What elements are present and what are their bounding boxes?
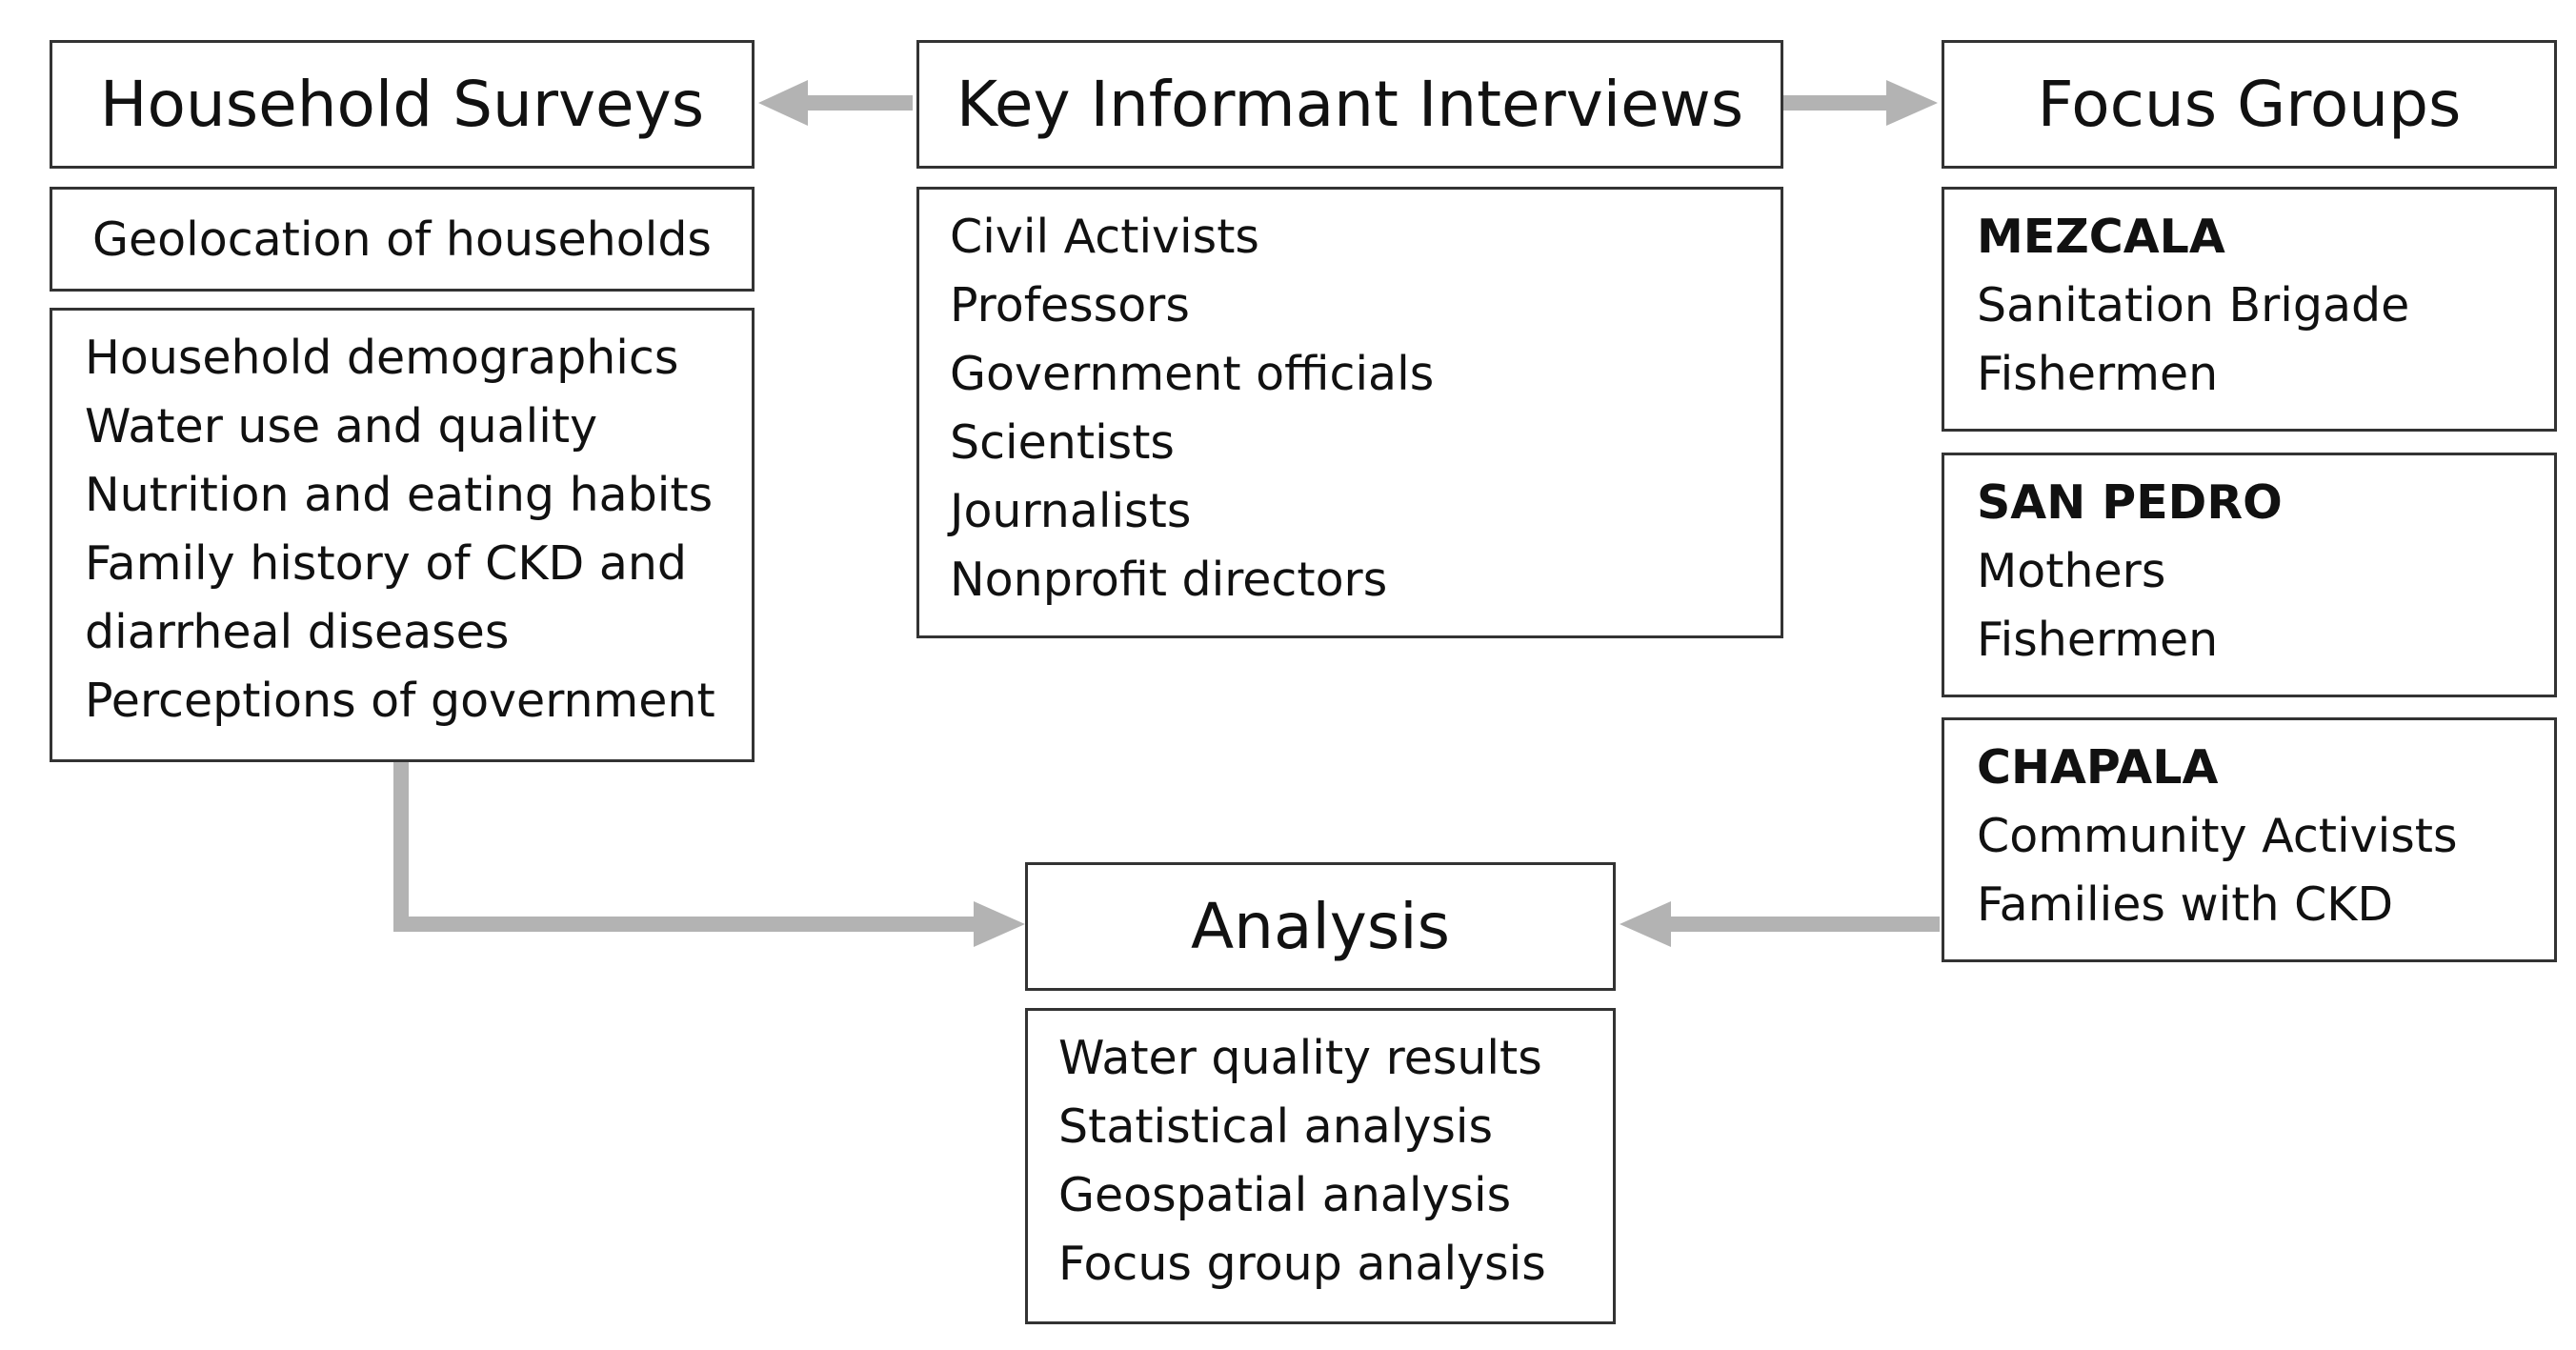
list-item: Civil Activists: [950, 210, 1259, 264]
list-item: Government officials: [950, 347, 1435, 401]
list-item: Household demographics: [85, 331, 679, 385]
list-item: Nonprofit directors: [950, 553, 1388, 607]
list-item: Water quality results: [1058, 1031, 1542, 1085]
geolocation-label: Geolocation of households: [92, 212, 712, 267]
list-item: Scientists: [950, 415, 1175, 470]
list-item: Perceptions of government: [85, 674, 715, 728]
analysis-header: Analysis: [1025, 862, 1616, 991]
list-item: Family history of CKD and: [85, 536, 687, 591]
arrow-head-household-surveys: [758, 80, 808, 126]
focus-group-location: MEZCALA: [1977, 210, 2225, 264]
analysis-list: Water quality results Statistical analys…: [1025, 1008, 1616, 1324]
focus-group-mezcala: MEZCALA Sanitation Brigade Fishermen: [1942, 187, 2557, 432]
list-item: Fishermen: [1977, 613, 2219, 667]
list-item: Sanitation Brigade: [1977, 278, 2410, 332]
geolocation-box: Geolocation of households: [50, 187, 755, 292]
household-surveys-header: Household Surveys: [50, 40, 755, 169]
household-surveys-title: Household Surveys: [99, 68, 705, 141]
list-item: Families with CKD: [1977, 877, 2394, 932]
list-item: Community Activists: [1977, 809, 2458, 863]
list-item: diarrheal diseases: [85, 605, 510, 659]
focus-group-location: SAN PEDRO: [1977, 475, 2283, 530]
list-item: Water use and quality: [85, 399, 598, 453]
analysis-title: Analysis: [1191, 890, 1450, 963]
list-item: Nutrition and eating habits: [85, 468, 714, 522]
list-item: Professors: [950, 278, 1190, 332]
list-item: Mothers: [1977, 544, 2166, 598]
key-informant-interviews-title: Key Informant Interviews: [956, 68, 1744, 141]
arrow-household-surveys-to-analysis: [393, 762, 979, 932]
household-surveys-topics: Household demographics Water use and qua…: [50, 308, 755, 762]
focus-groups-title: Focus Groups: [2037, 68, 2462, 141]
focus-groups-header: Focus Groups: [1942, 40, 2557, 169]
focus-group-location: CHAPALA: [1977, 740, 2219, 795]
focus-group-chapala: CHAPALA Community Activists Families wit…: [1942, 717, 2557, 962]
key-informant-list: Civil Activists Professors Government of…: [916, 187, 1783, 638]
list-item: Geospatial analysis: [1058, 1168, 1512, 1222]
list-item: Fishermen: [1977, 347, 2219, 401]
list-item: Journalists: [950, 484, 1192, 538]
arrow-head-focus-groups: [1886, 80, 1938, 126]
list-item: Statistical analysis: [1058, 1099, 1494, 1154]
arrow-head-analysis-right: [1620, 901, 1671, 947]
key-informant-interviews-header: Key Informant Interviews: [916, 40, 1783, 169]
focus-group-san-pedro: SAN PEDRO Mothers Fishermen: [1942, 453, 2557, 697]
list-item: Focus group analysis: [1058, 1237, 1546, 1291]
arrow-head-analysis-left: [974, 901, 1025, 947]
